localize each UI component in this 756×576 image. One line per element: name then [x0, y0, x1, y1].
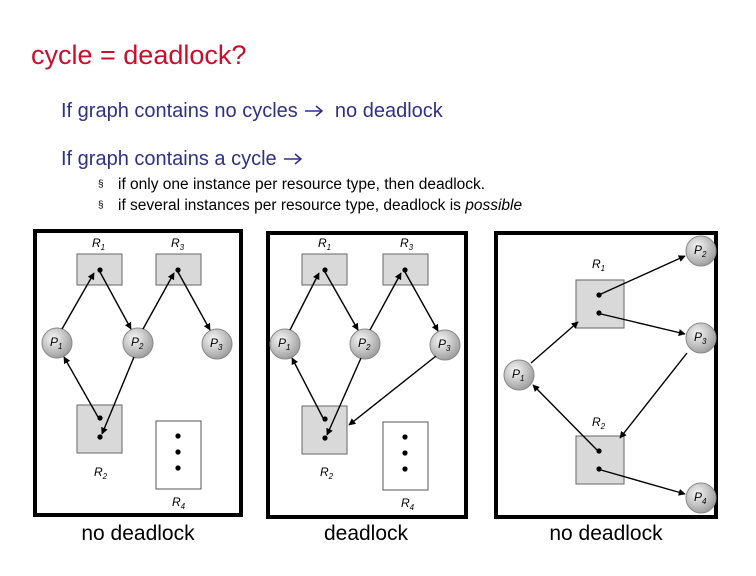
- subpoint-emphasis: possible: [465, 197, 523, 214]
- instance-dot: [402, 267, 408, 273]
- process-p2: [685, 235, 717, 267]
- label-r1: R1: [318, 236, 331, 252]
- edge-p1-request-r1: [61, 272, 95, 330]
- instance-dot: [322, 416, 328, 422]
- caption-graph-2: deadlock: [323, 522, 409, 545]
- edge-p3-request-r2: [348, 355, 437, 426]
- point-cycle: If graph contains a cycle: [61, 148, 308, 171]
- label-p2: P2: [694, 243, 707, 259]
- label-r3: R3: [171, 236, 185, 252]
- process-p3: [429, 329, 461, 361]
- subpoint-single-instance: § if only one instance per resource type,…: [98, 176, 485, 194]
- graph-frame: [266, 231, 468, 519]
- point-no-cycles-result: no deadlock: [334, 100, 443, 122]
- process-p1: [503, 359, 535, 391]
- instance-dot: [175, 449, 181, 455]
- label-p3: P3: [438, 337, 451, 353]
- right-arrow-icon: [303, 100, 329, 123]
- resource-r1: [575, 279, 625, 329]
- edge-r2-assigned-p4: [600, 469, 686, 496]
- label-r2: R2: [94, 465, 108, 481]
- edge-p3-request-r2: [619, 352, 688, 439]
- instance-dot: [175, 465, 181, 471]
- point-no-cycles-text: If graph contains no cycles: [61, 100, 298, 122]
- instance-dot: [322, 435, 328, 441]
- resource-r4: [155, 420, 202, 490]
- label-p2: P2: [131, 335, 144, 351]
- process-p2: [122, 327, 154, 359]
- label-p1: P1: [50, 335, 62, 351]
- label-r2: R2: [592, 415, 606, 431]
- point-no-cycles: If graph contains no cycles no deadlock: [61, 100, 443, 123]
- process-p1: [41, 327, 73, 359]
- instance-dot: [596, 448, 602, 454]
- label-r4: R4: [401, 496, 415, 512]
- resource-r4: [382, 421, 429, 491]
- label-r2: R2: [320, 465, 334, 481]
- edge-p2-request-r3: [142, 272, 175, 330]
- subpoint-several-instances: § if several instances per resource type,…: [98, 197, 522, 215]
- label-p1: P1: [278, 336, 290, 352]
- resource-r2: [301, 405, 348, 455]
- instance-dot: [175, 267, 181, 273]
- label-p4: P4: [694, 490, 707, 506]
- label-p1: P1: [512, 367, 524, 383]
- caption-graph-1: no deadlock: [81, 522, 195, 545]
- edge-r1-assigned-p3: [600, 313, 686, 336]
- instance-dot: [402, 450, 408, 456]
- instance-dot: [175, 433, 181, 439]
- resource-r2: [76, 404, 123, 454]
- edge-r1-assigned-p2: [600, 255, 686, 295]
- edge-r3-assigned-p3: [404, 271, 439, 332]
- process-p3: [685, 322, 717, 354]
- right-arrow-icon: [282, 148, 308, 171]
- process-p2: [349, 328, 381, 360]
- edge-p2-request-r3: [369, 272, 402, 331]
- label-p2: P2: [358, 336, 371, 352]
- edge-r2-assigned-p1: [63, 356, 99, 418]
- edge-r1-assigned-p2: [99, 271, 132, 330]
- point-cycle-text: If graph contains a cycle: [61, 148, 277, 170]
- label-p3: P3: [694, 330, 707, 346]
- process-p4: [685, 482, 717, 514]
- instance-dot: [97, 415, 103, 421]
- graph-no-deadlock-1: R1 R3 R2 R4 P1 P2 P3: [33, 229, 243, 517]
- resource-r2: [575, 435, 625, 485]
- resource-r1: [76, 253, 123, 286]
- label-r3: R3: [400, 236, 414, 252]
- edge-p1-request-r1: [289, 272, 320, 331]
- edge-r2-assigned-p2: [101, 356, 135, 435]
- label-p3: P3: [210, 336, 223, 352]
- caption-graph-3: no deadlock: [549, 522, 663, 545]
- edge-r3-assigned-p3: [177, 271, 211, 331]
- edge-r2-assigned-p2: [326, 357, 362, 436]
- instance-dot: [596, 292, 602, 298]
- graph-no-deadlock-2: R1 R2 P1 P2 P3 P4: [494, 231, 718, 519]
- edge-r2-assigned-p1: [532, 384, 598, 451]
- instance-dot: [97, 434, 103, 440]
- subpoint-single-instance-text: if only one instance per resource type, …: [118, 176, 486, 193]
- subpoint-several-instances-text: if several instances per resource type, …: [118, 197, 466, 214]
- label-r1: R1: [592, 257, 605, 273]
- edge-p1-request-r1: [530, 321, 579, 364]
- instance-dot: [97, 267, 103, 273]
- label-r4: R4: [172, 495, 186, 511]
- process-p1: [269, 328, 301, 360]
- graph-deadlock: R1 R3 R2 R4 P1 P2 P3: [266, 231, 468, 519]
- edge-r2-assigned-p1: [291, 357, 324, 419]
- slide-title: cycle = deadlock?: [31, 40, 247, 70]
- instance-dot: [322, 267, 328, 273]
- process-p3: [201, 328, 233, 360]
- instance-dot: [402, 434, 408, 440]
- instance-dot: [596, 310, 602, 316]
- section-bullet-icon: §: [98, 179, 104, 190]
- label-r1: R1: [92, 236, 105, 252]
- graph-frame: [33, 229, 243, 517]
- section-bullet-icon: §: [98, 200, 104, 211]
- edge-r1-assigned-p2: [324, 271, 359, 331]
- instance-dot: [402, 466, 408, 472]
- instance-dot: [596, 466, 602, 472]
